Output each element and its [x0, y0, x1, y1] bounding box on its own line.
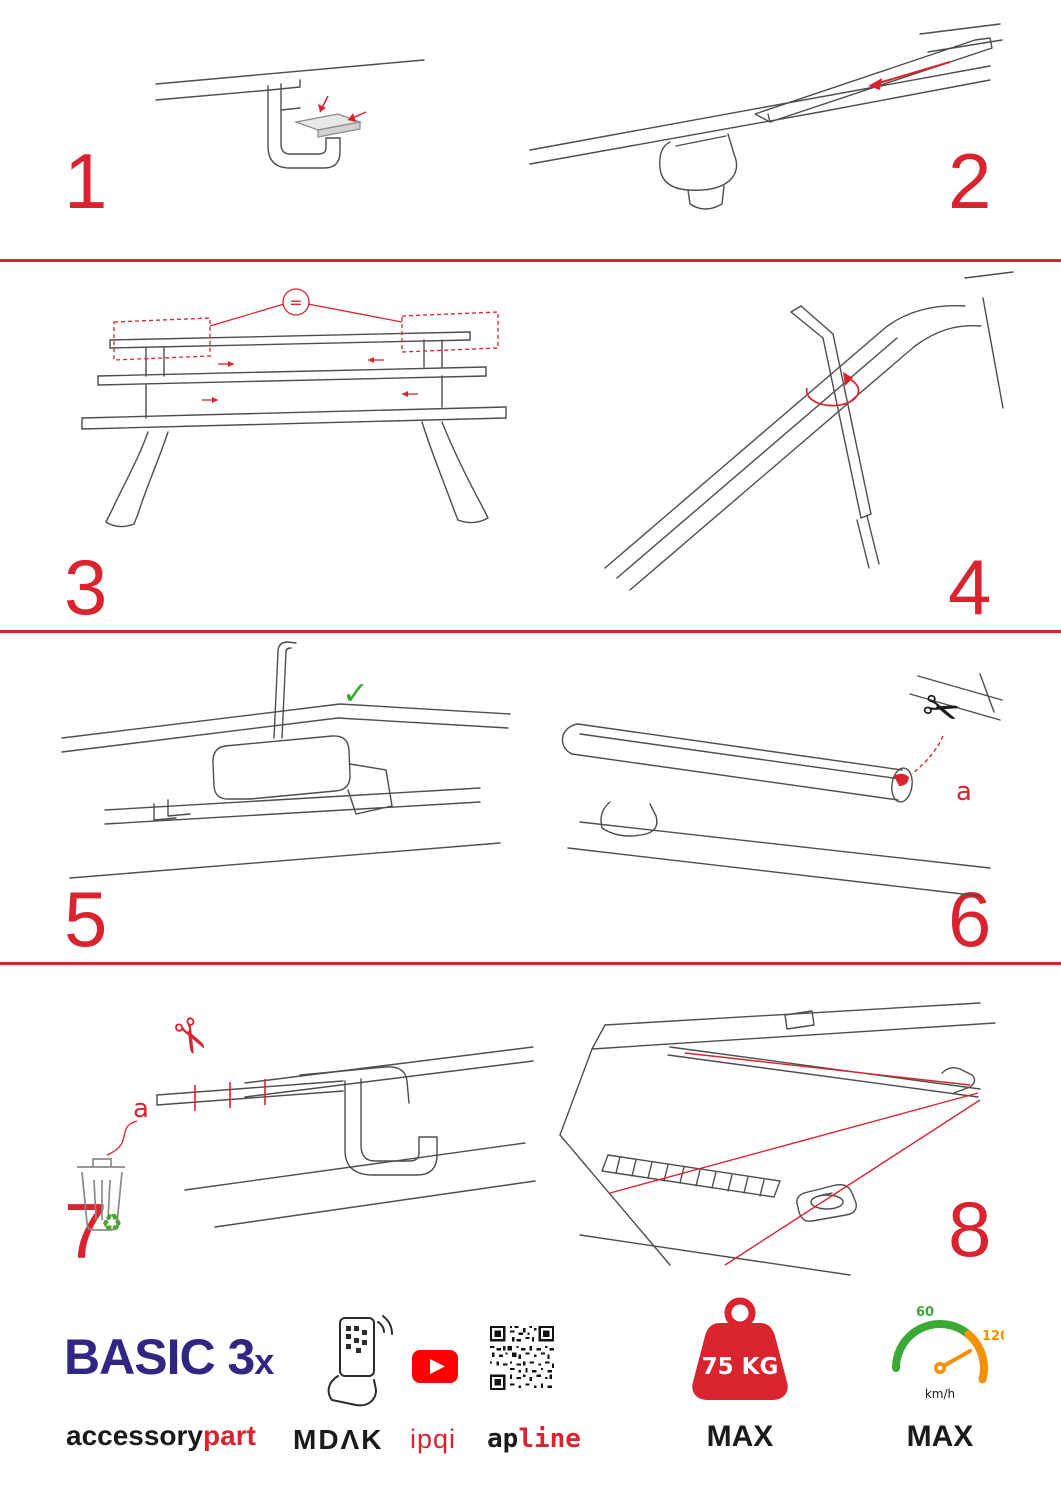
youtube-icon	[412, 1350, 458, 1383]
logo-apline: apline	[487, 1424, 581, 1454]
step-2-illustration	[529, 23, 1003, 210]
check-icon: ✓	[342, 674, 369, 712]
equal-spacing-guides	[113, 288, 499, 403]
qr-code-icon	[490, 1326, 554, 1390]
insert-arrows	[318, 95, 367, 122]
speedometer-icon: 60 120 km/h	[892, 1305, 1004, 1401]
alignment-lines	[609, 1052, 981, 1266]
step-1-illustration	[155, 59, 425, 169]
step-8-number: 8	[948, 1185, 992, 1273]
phone-qr-scan-icon	[327, 1315, 393, 1407]
max-speed-label: MAX	[906, 1420, 974, 1453]
step-3-number: 3	[64, 543, 108, 631]
speed-high-label: 120	[982, 1329, 1004, 1344]
max-weight-icon: 75 KG	[692, 1297, 788, 1400]
cut-marks	[106, 1079, 266, 1156]
brand-accessory: accessory	[66, 1420, 204, 1451]
recycle-icon: ♻	[101, 1209, 123, 1237]
step-6-illustration: ✂ a	[561, 673, 1003, 897]
step-4-number: 4	[948, 543, 992, 631]
section-divider-3	[0, 962, 1061, 965]
clamp-pad	[293, 113, 363, 138]
rotate-arrow	[805, 372, 860, 407]
logo-mdak: MDΛK	[293, 1424, 384, 1455]
brand-part: part	[203, 1420, 256, 1451]
step-7-illustration: ✂ a ♻	[77, 1007, 536, 1237]
max-weight-value: 75 KG	[702, 1354, 779, 1380]
step-3-illustration: =	[81, 288, 507, 528]
section-divider-2	[0, 630, 1061, 633]
step-8-illustration	[559, 1002, 996, 1276]
equal-spacing-label: =	[289, 293, 302, 312]
logo-ipqi: ipqi	[410, 1424, 457, 1454]
scissors-icon: ✂	[157, 1007, 223, 1066]
label-a: a	[133, 1094, 149, 1124]
section-divider-1	[0, 259, 1061, 262]
step-4-illustration	[604, 271, 1014, 591]
brand-accessorypart: accessorypart	[66, 1420, 256, 1452]
logo-ap: ap	[487, 1424, 519, 1454]
cut-guide-line	[911, 735, 944, 775]
step-2-number: 2	[948, 137, 992, 225]
step-5-number: 5	[64, 875, 108, 963]
scissors-icon: ✂	[916, 680, 967, 740]
logo-line: line	[518, 1424, 581, 1454]
product-name-suffix: x	[254, 1341, 274, 1382]
speed-low-label: 60	[916, 1305, 934, 1320]
speed-unit-label: km/h	[925, 1387, 955, 1401]
rubber-strip-end	[894, 773, 909, 786]
product-name-main: BASIC 3	[64, 1329, 255, 1385]
slide-arrow	[868, 61, 951, 90]
step-5-illustration: ✓	[61, 641, 511, 879]
step-1-number: 1	[64, 137, 108, 225]
max-weight-label: MAX	[706, 1420, 774, 1453]
label-a: a	[956, 777, 972, 807]
trash-can-icon	[77, 1158, 125, 1231]
product-name: BASIC 3x	[64, 1328, 274, 1386]
